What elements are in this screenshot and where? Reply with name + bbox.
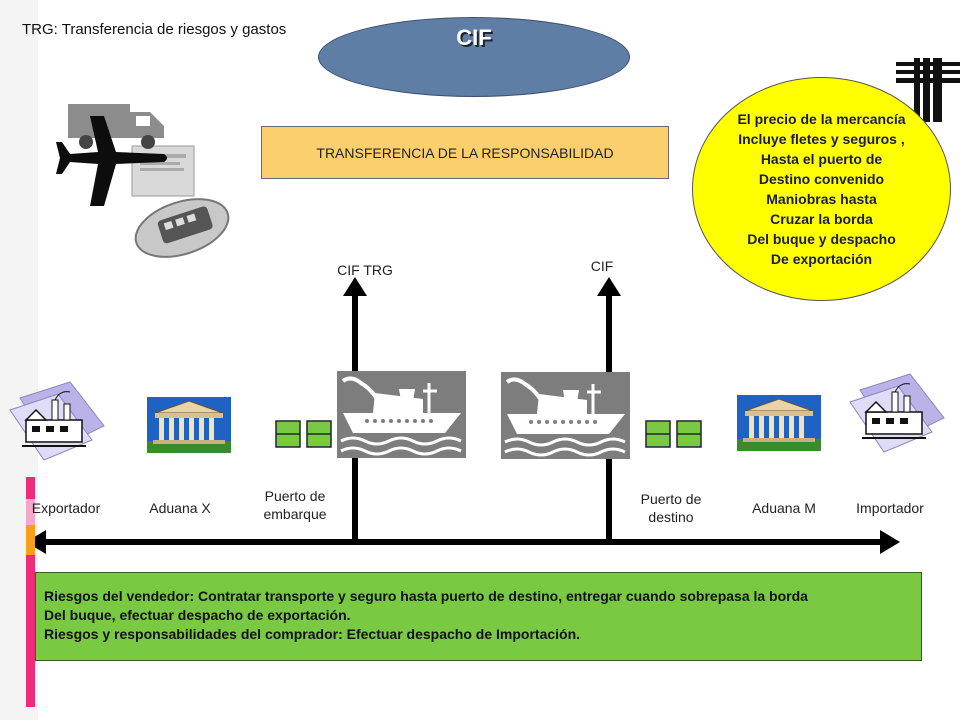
page-title: CIF xyxy=(456,25,492,50)
ship-icon xyxy=(501,372,630,459)
ship-icon xyxy=(337,371,466,458)
side-bar-segment xyxy=(26,555,35,707)
timeline-head-left xyxy=(26,530,46,554)
price-line: Cruzar la borda xyxy=(770,211,873,227)
price-line: Del buque y despacho xyxy=(747,231,896,247)
label-importador: Importador xyxy=(856,500,924,516)
label-aduana-x: Aduana X xyxy=(149,500,211,516)
price-line: El precio de la mercancía xyxy=(737,111,906,127)
customs-building-icon xyxy=(737,395,821,451)
transfer-arrow-left-head xyxy=(343,277,367,296)
label-puerto-embarque: Puerto de embarque xyxy=(250,487,340,523)
side-bar-segment xyxy=(26,499,35,525)
trg-note: TRG: Transferencia de riesgos y gastos xyxy=(22,21,287,38)
price-line: Incluye fletes y seguros , xyxy=(738,131,905,147)
factory-icon xyxy=(849,373,945,453)
transfer-arrow-right-head xyxy=(597,277,621,296)
customs-building-icon xyxy=(147,397,231,453)
timeline-head-right xyxy=(880,530,900,554)
label-line: Puerto de xyxy=(640,491,702,507)
container-icon xyxy=(645,420,702,448)
price-line: Maniobras hasta xyxy=(766,191,877,207)
container-icon xyxy=(275,420,332,448)
price-line: Hasta el puerto de xyxy=(760,151,883,167)
arrow-label-cif-trg: CIF TRG xyxy=(337,262,393,278)
price-line: De exportación xyxy=(770,251,873,267)
risk-line: Riesgos del vendedor: Contratar transpor… xyxy=(44,588,808,604)
risk-line: Del buque, efectuar despacho de exportac… xyxy=(44,607,351,623)
price-line: Destino convenido xyxy=(758,171,885,187)
label-line: embarque xyxy=(263,506,327,522)
label-exportador: Exportador xyxy=(31,500,101,516)
risks-box: Riesgos del vendedor: Contratar transpor… xyxy=(35,572,922,661)
label-aduana-m: Aduana M xyxy=(752,500,816,516)
price-conditions-circle: El precio de la mercancía Incluye fletes… xyxy=(692,77,951,301)
label-puerto-destino: Puerto de destino xyxy=(626,490,716,526)
label-line: Puerto de xyxy=(264,488,326,504)
label-line: destino xyxy=(648,509,694,525)
arrow-label-cif: CIF xyxy=(590,258,614,274)
transport-icon xyxy=(56,104,230,258)
risk-line: Riesgos y responsabilidades del comprado… xyxy=(44,626,581,642)
side-bar-segment xyxy=(26,525,35,555)
factory-icon xyxy=(9,381,105,461)
decorative-hash-icon xyxy=(896,58,960,122)
side-bar-segment xyxy=(26,477,35,499)
responsibility-box: TRANSFERENCIA DE LA RESPONSABILIDAD xyxy=(261,126,669,179)
title-oval: CIF xyxy=(318,17,630,97)
